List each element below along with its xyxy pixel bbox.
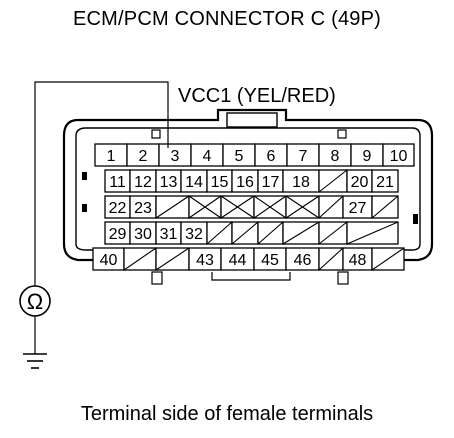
unused-terminal-mark bbox=[123, 247, 157, 271]
connector-inner-wall bbox=[75, 127, 421, 251]
terminal-label: 12 bbox=[134, 174, 152, 191]
terminal-label: 6 bbox=[267, 148, 276, 165]
connector-top-nub-right bbox=[337, 129, 347, 139]
unused-terminal-mark bbox=[155, 247, 190, 271]
unused-terminal-mark bbox=[188, 195, 222, 219]
unused-terminal-mark bbox=[257, 221, 284, 245]
unused-terminal-mark bbox=[285, 195, 320, 219]
terminal-label: 44 bbox=[229, 252, 247, 269]
terminal-label: 9 bbox=[363, 148, 372, 165]
terminal-cell bbox=[371, 169, 399, 193]
unused-terminal-mark bbox=[318, 169, 348, 193]
terminal-label-probed: 13 bbox=[160, 174, 178, 191]
terminal-label: 45 bbox=[261, 252, 279, 269]
terminal-label: 11 bbox=[109, 174, 126, 191]
terminal-label: 43 bbox=[196, 252, 214, 269]
connector-bottom-tab-left bbox=[151, 271, 163, 285]
connector-housing bbox=[62, 108, 434, 262]
terminal-label: 18 bbox=[292, 174, 310, 191]
unused-terminal-mark bbox=[371, 247, 405, 271]
unused-terminal-mark bbox=[220, 195, 255, 219]
terminal-label: 46 bbox=[294, 252, 312, 269]
ground-icon bbox=[23, 353, 47, 369]
connector-bottom-rib bbox=[211, 272, 291, 281]
terminal-label: 1 bbox=[107, 148, 116, 165]
connector-bottom-tab-right bbox=[337, 271, 349, 285]
unused-terminal-mark bbox=[318, 221, 348, 245]
terminal-label: 3 bbox=[171, 148, 180, 165]
ohmmeter-symbol: Ω bbox=[27, 289, 43, 314]
terminal-label: 29 bbox=[109, 226, 127, 243]
terminal-label: 21 bbox=[376, 174, 394, 191]
terminal-label: 20 bbox=[351, 174, 369, 191]
probe-wire bbox=[34, 81, 169, 286]
diagram-title: ECM/PCM CONNECTOR C (49P) bbox=[73, 8, 381, 30]
terminal-label: 8 bbox=[331, 148, 340, 165]
terminal-label: 14 bbox=[185, 174, 203, 191]
connector-key-left-mid bbox=[82, 204, 87, 212]
terminal-label: 10 bbox=[390, 148, 408, 165]
terminal-label: 23 bbox=[134, 200, 152, 217]
terminal-label: 30 bbox=[134, 226, 152, 243]
unused-terminal-mark bbox=[371, 195, 399, 219]
connector-key-right bbox=[413, 214, 418, 224]
terminal-label: 7 bbox=[299, 148, 308, 165]
unused-terminal-mark bbox=[346, 221, 399, 245]
terminal-label: 31 bbox=[160, 226, 178, 243]
connector-latch bbox=[226, 112, 278, 128]
probe-label: VCC1 (YEL/RED) bbox=[178, 85, 336, 107]
connector-key-left-top bbox=[82, 172, 87, 180]
terminal-label: 22 bbox=[109, 200, 127, 217]
terminal-label: 15 bbox=[211, 174, 229, 191]
unused-terminal-mark bbox=[253, 195, 287, 219]
unused-terminal-mark bbox=[231, 221, 259, 245]
terminal-label: 27 bbox=[349, 200, 367, 217]
terminal-label: 4 bbox=[203, 148, 212, 165]
terminal-label: 48 bbox=[349, 252, 367, 269]
unused-terminal-mark bbox=[318, 195, 344, 219]
unused-terminal-mark bbox=[206, 221, 233, 245]
ohmmeter-icon: Ω bbox=[19, 285, 51, 317]
terminal-cell bbox=[382, 143, 415, 167]
connector-top-nub-left bbox=[151, 129, 161, 139]
unused-terminal-mark bbox=[282, 221, 320, 245]
terminal-label: 40 bbox=[100, 252, 118, 269]
unused-terminal-mark bbox=[318, 247, 344, 271]
terminal-label: 5 bbox=[235, 148, 244, 165]
terminal-label: 17 bbox=[262, 174, 280, 191]
terminal-label: 2 bbox=[139, 148, 148, 165]
unused-terminal-mark bbox=[155, 195, 190, 219]
terminal-label: 16 bbox=[236, 174, 254, 191]
diagram-caption: Terminal side of female terminals bbox=[80, 403, 374, 425]
terminal-label: 32 bbox=[185, 226, 203, 243]
